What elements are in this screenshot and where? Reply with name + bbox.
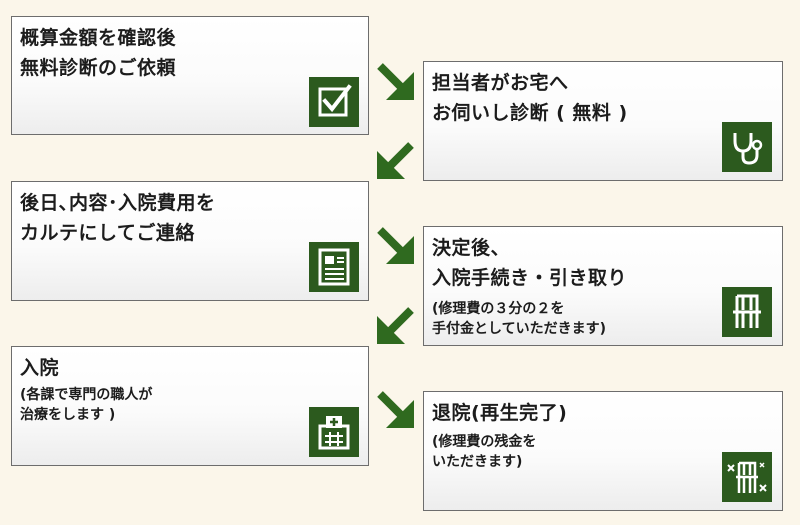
- step-4-note: (修理費の３分の２を 手付金としていただきます): [432, 301, 606, 337]
- arrow-down-left-icon: [377, 307, 414, 344]
- step-6-box: 退院(再生完了) (修理費の残金を いただきます): [423, 391, 783, 511]
- hospital-icon: [309, 407, 359, 457]
- step-5-title: 入院: [20, 357, 60, 379]
- step-6-title: 退院(再生完了): [432, 402, 568, 424]
- step-3-box: 後日､内容･入院費用を カルテにしてご連絡: [11, 181, 369, 301]
- step-2-title: 担当者がお宅へ お伺いし診断 ( 無料 ): [432, 72, 628, 124]
- arrow-down-left-icon: [377, 142, 414, 179]
- arrow-down-right-icon: [377, 227, 414, 264]
- chair-repaired-icon: [722, 452, 772, 502]
- chair-icon: [722, 287, 772, 337]
- arrow-down-right-icon: [377, 63, 414, 100]
- checkbox-icon: [309, 77, 359, 127]
- step-2-box: 担当者がお宅へ お伺いし診断 ( 無料 ): [423, 61, 783, 181]
- step-5-note: (各課で専門の職人が 治療をします ): [20, 387, 153, 423]
- document-icon: [309, 242, 359, 292]
- step-1-box: 概算金額を確認後 無料診断のご依頼: [11, 16, 369, 135]
- step-5-box: 入院 (各課で専門の職人が 治療をします ): [11, 346, 369, 466]
- arrow-down-right-icon: [377, 391, 414, 428]
- step-6-note: (修理費の残金を いただきます): [432, 434, 537, 470]
- step-3-title: 後日､内容･入院費用を カルテにしてご連絡: [20, 192, 216, 244]
- stethoscope-icon: [722, 122, 772, 172]
- step-4-title: 決定後、 入院手続き・引き取り: [432, 237, 628, 289]
- step-1-title: 概算金額を確認後 無料診断のご依頼: [20, 27, 177, 79]
- step-4-box: 決定後、 入院手続き・引き取り (修理費の３分の２を 手付金としていただきます): [423, 226, 783, 346]
